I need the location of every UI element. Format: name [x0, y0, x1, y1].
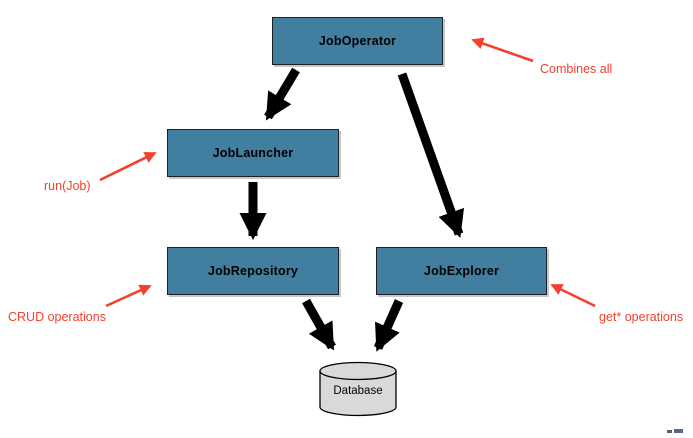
arrow-joboperator-to-jobexplorer — [397, 72, 465, 238]
node-job-operator-label: JobOperator — [318, 34, 397, 48]
arrow-joboperator-to-joblauncher — [264, 67, 300, 121]
node-job-repository-label: JobRepository — [207, 264, 299, 278]
node-job-explorer-label: JobExplorer — [423, 264, 500, 278]
arrow-run-job — [99, 151, 157, 182]
arrow-get-operations — [550, 283, 596, 308]
node-job-launcher: JobLauncher — [167, 129, 339, 177]
database-cylinder — [319, 361, 397, 417]
node-job-explorer: JobExplorer — [376, 247, 547, 295]
annotation-get-operations: get* operations — [599, 310, 684, 324]
clipped-page-number-fragment — [674, 429, 683, 433]
arrow-jobexplorer-to-database — [373, 299, 404, 352]
annotation-combines-all: Combines all — [540, 62, 613, 76]
annotation-run-job: run(Job) — [44, 179, 91, 193]
arrow-combines-all — [471, 37, 534, 63]
annotation-crud-operations: CRUD operations — [8, 310, 106, 324]
node-job-operator: JobOperator — [272, 17, 443, 65]
node-job-repository: JobRepository — [167, 247, 339, 295]
database-label: Database — [333, 385, 383, 397]
arrow-crud-operations — [105, 284, 152, 308]
arrow-jobrepository-to-database — [302, 298, 336, 351]
clipped-page-number-fragment — [667, 430, 672, 433]
node-job-launcher-label: JobLauncher — [212, 146, 294, 160]
